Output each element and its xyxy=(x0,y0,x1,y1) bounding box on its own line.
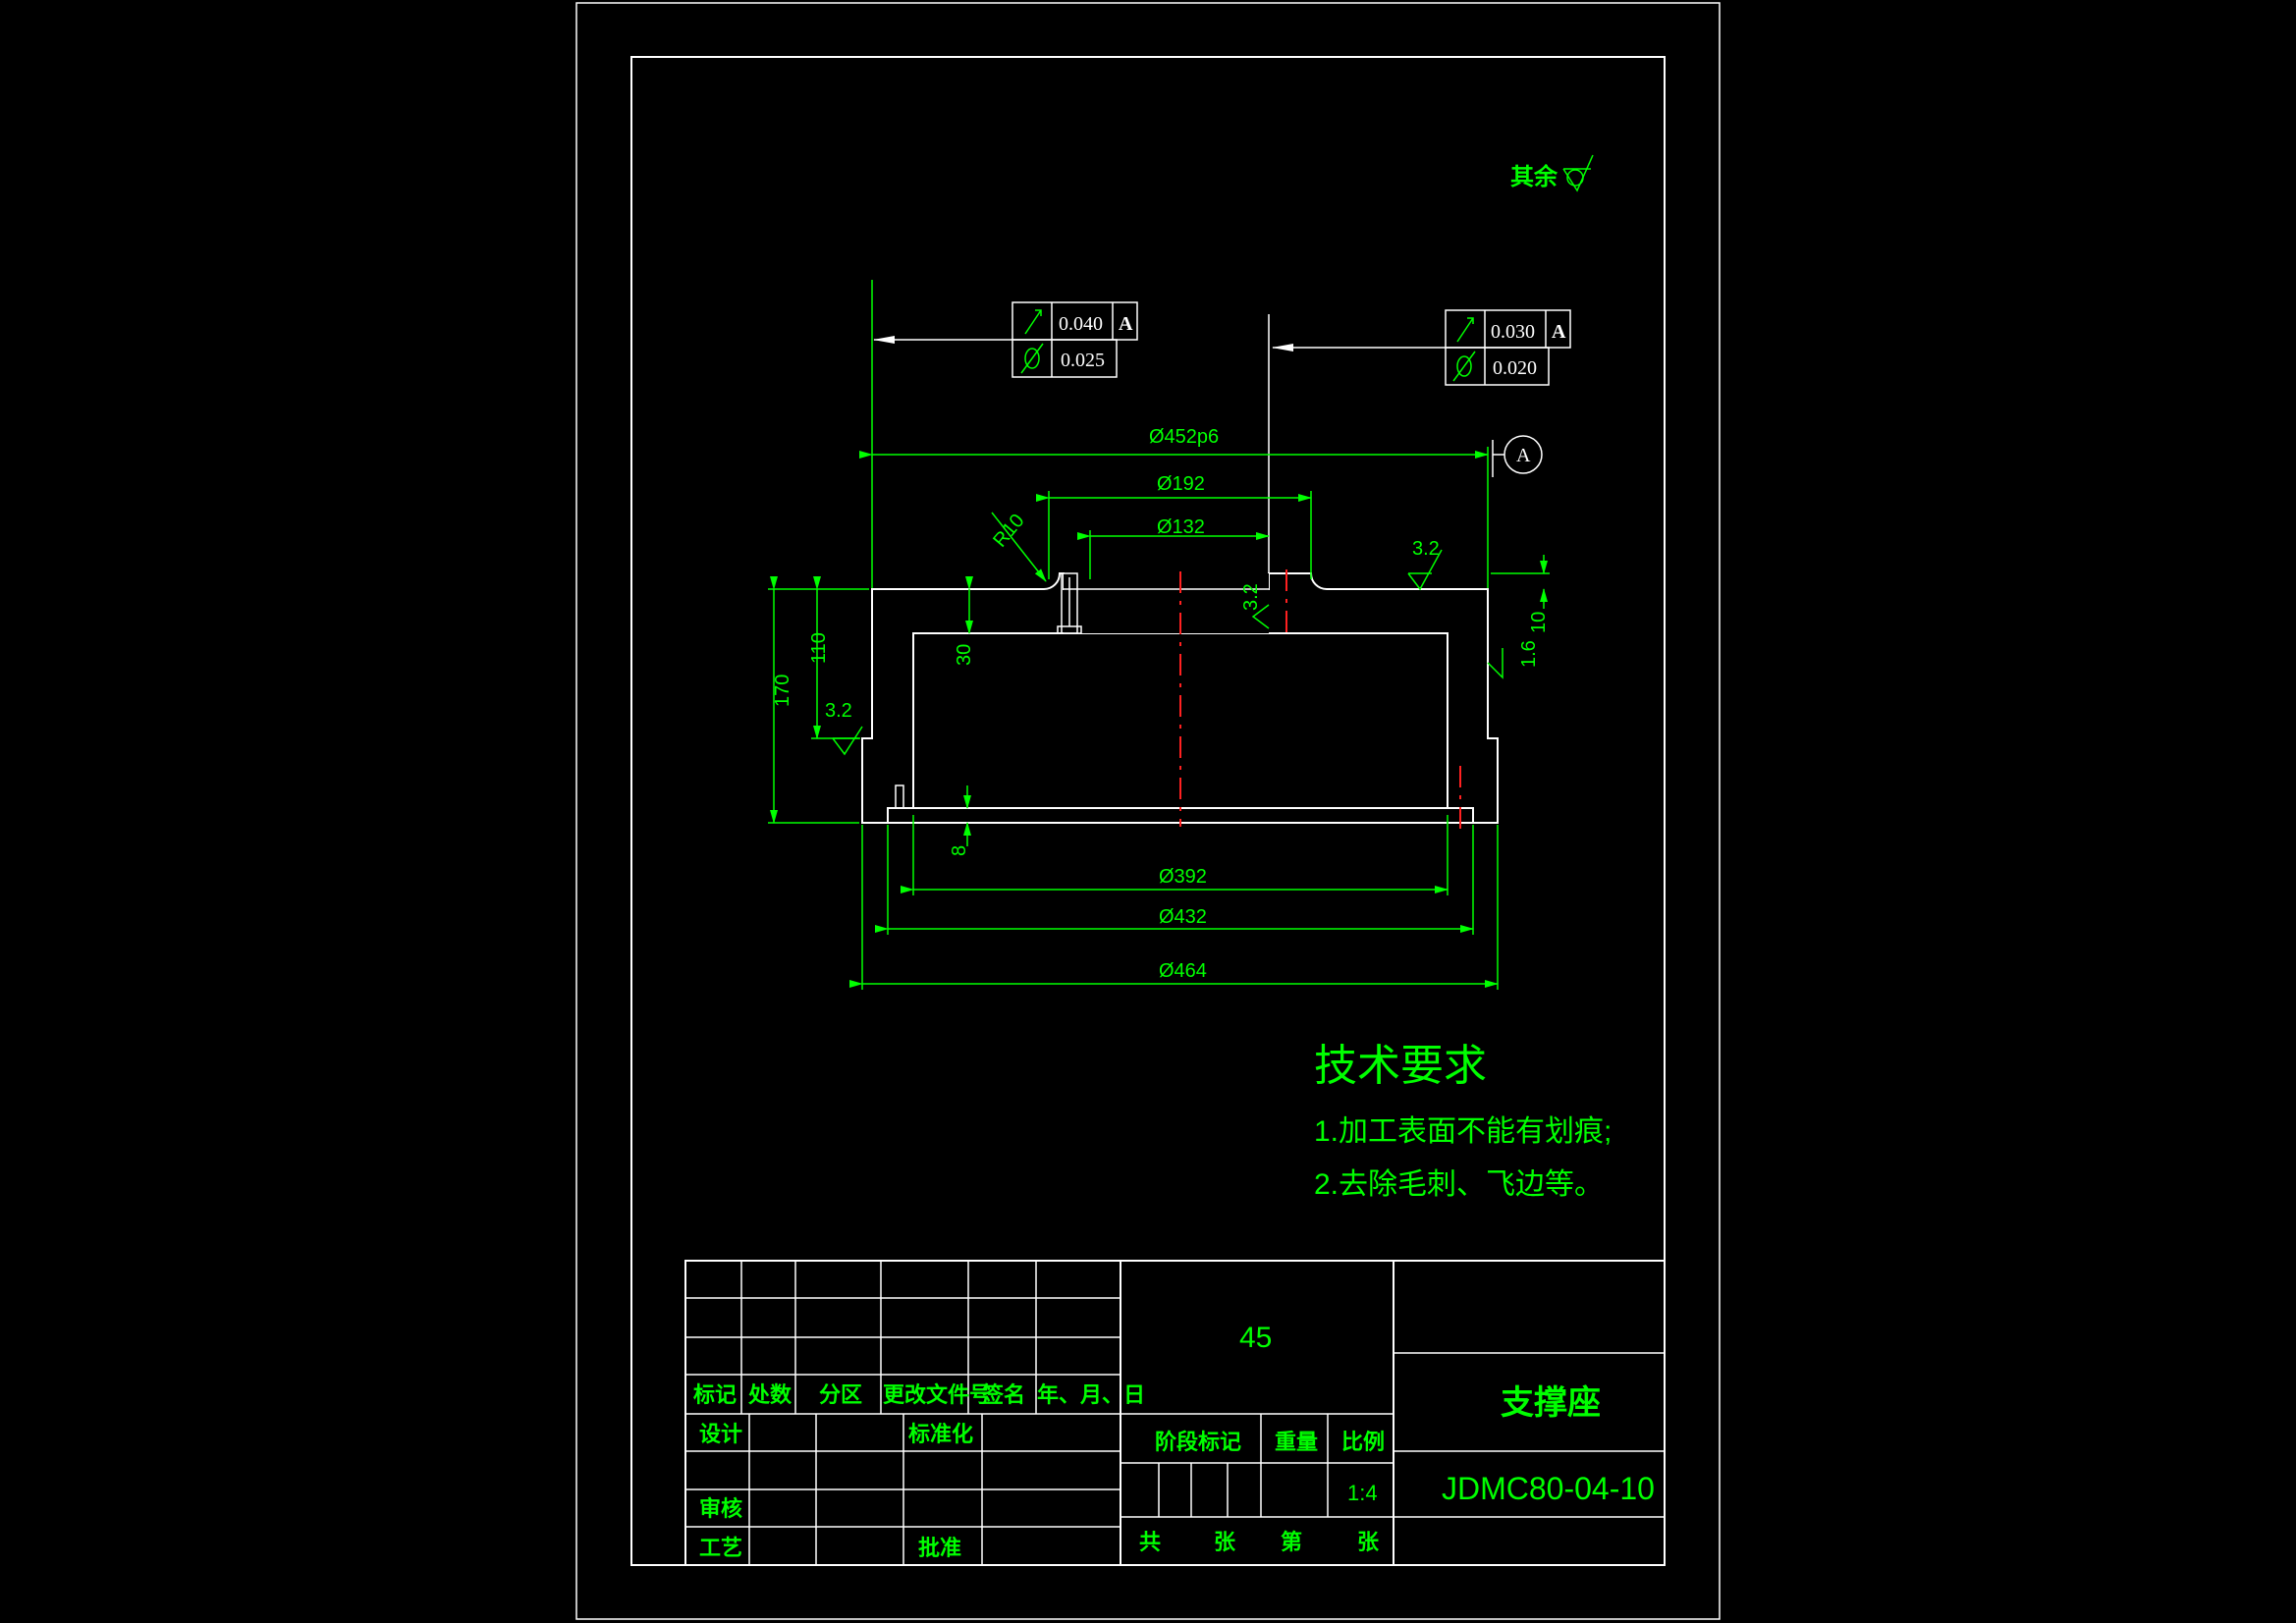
drawing-number: JDMC80-04-10 xyxy=(1442,1471,1655,1506)
inner-border xyxy=(630,56,1666,1566)
datum-label: A xyxy=(1516,445,1531,466)
runout-right: 0.030 xyxy=(1491,321,1535,343)
datum-right: A xyxy=(1552,321,1566,343)
roughness-note-label: 其余 xyxy=(1510,163,1558,190)
material: 45 xyxy=(1239,1322,1272,1354)
runout-left: 0.040 xyxy=(1059,313,1103,335)
tolerance-frame-left: 0.040 A 0.025 xyxy=(1011,301,1138,378)
dimensions: Ø452p6 Ø192 Ø132 R10 Ø392 Ø432 Ø464 170 … xyxy=(768,426,1550,990)
header-mark: 标记 xyxy=(693,1382,737,1408)
roughness-bore: 3.2 xyxy=(1240,583,1262,611)
label-stage: 阶段标记 xyxy=(1155,1430,1241,1455)
label-standardization: 标准化 xyxy=(908,1422,973,1447)
title-block: 45 支撑座 JDMC80-04-10 1:4 标记 处数 分区 更改文件号 签… xyxy=(684,1260,1666,1566)
roughness-left: 3.2 xyxy=(825,700,852,722)
tech-requirements: 技术要求 1.加工表面不能有划痕; 2.去除毛刺、飞边等。 xyxy=(1314,1042,1612,1201)
dim-d192: Ø192 xyxy=(1157,473,1205,495)
label-number: 第 xyxy=(1281,1530,1302,1555)
label-weight: 重量 xyxy=(1275,1431,1318,1455)
label-sheets: 张 xyxy=(1214,1531,1236,1555)
part-section xyxy=(861,572,1499,824)
roughness-top: 3.2 xyxy=(1412,538,1440,560)
dim-d464: Ø464 xyxy=(1159,960,1207,982)
tech-item-2: 2.去除毛刺、飞边等。 xyxy=(1314,1168,1604,1201)
roughness-symbols: 3.2 3.2 3.2 1.6 xyxy=(825,538,1540,756)
label-approve: 批准 xyxy=(918,1537,961,1561)
dim-d432: Ø432 xyxy=(1159,906,1207,928)
datum-symbol: A xyxy=(1492,435,1543,477)
label-design: 设计 xyxy=(699,1423,742,1447)
dim-h10: 10 xyxy=(1528,612,1550,633)
dim-h30: 30 xyxy=(954,644,975,666)
label-review: 审核 xyxy=(699,1496,742,1522)
cylindricity-left: 0.025 xyxy=(1061,350,1105,371)
header-count: 处数 xyxy=(747,1382,793,1408)
tech-item-1: 1.加工表面不能有划痕; xyxy=(1314,1115,1612,1148)
label-total: 共 xyxy=(1139,1531,1161,1555)
label-process: 工艺 xyxy=(699,1536,742,1561)
header-date: 年、月、日 xyxy=(1037,1382,1145,1408)
scale-value: 1:4 xyxy=(1347,1481,1378,1505)
roughness-right: 1.6 xyxy=(1518,640,1540,668)
dim-h110: 110 xyxy=(808,632,830,664)
header-sign: 签名 xyxy=(981,1382,1025,1408)
tech-title: 技术要求 xyxy=(1314,1042,1487,1090)
header-change-doc: 更改文件号 xyxy=(883,1382,991,1408)
datum-left: A xyxy=(1119,313,1133,335)
label-ratio: 比例 xyxy=(1341,1431,1385,1455)
dim-h170: 170 xyxy=(772,675,793,707)
tolerance-frame-right: 0.030 A 0.020 xyxy=(1445,309,1571,386)
part-name: 支撑座 xyxy=(1501,1384,1601,1422)
header-zone: 分区 xyxy=(819,1383,862,1408)
dim-h8: 8 xyxy=(949,845,970,856)
dim-d132: Ø132 xyxy=(1157,516,1205,538)
outer-border xyxy=(575,2,1721,1620)
label-sheet2: 张 xyxy=(1357,1531,1380,1555)
dim-d452: Ø452p6 xyxy=(1149,426,1219,448)
cylindricity-right: 0.020 xyxy=(1493,357,1537,379)
roughness-note: 其余 xyxy=(1510,154,1594,192)
dim-d392: Ø392 xyxy=(1159,866,1207,888)
